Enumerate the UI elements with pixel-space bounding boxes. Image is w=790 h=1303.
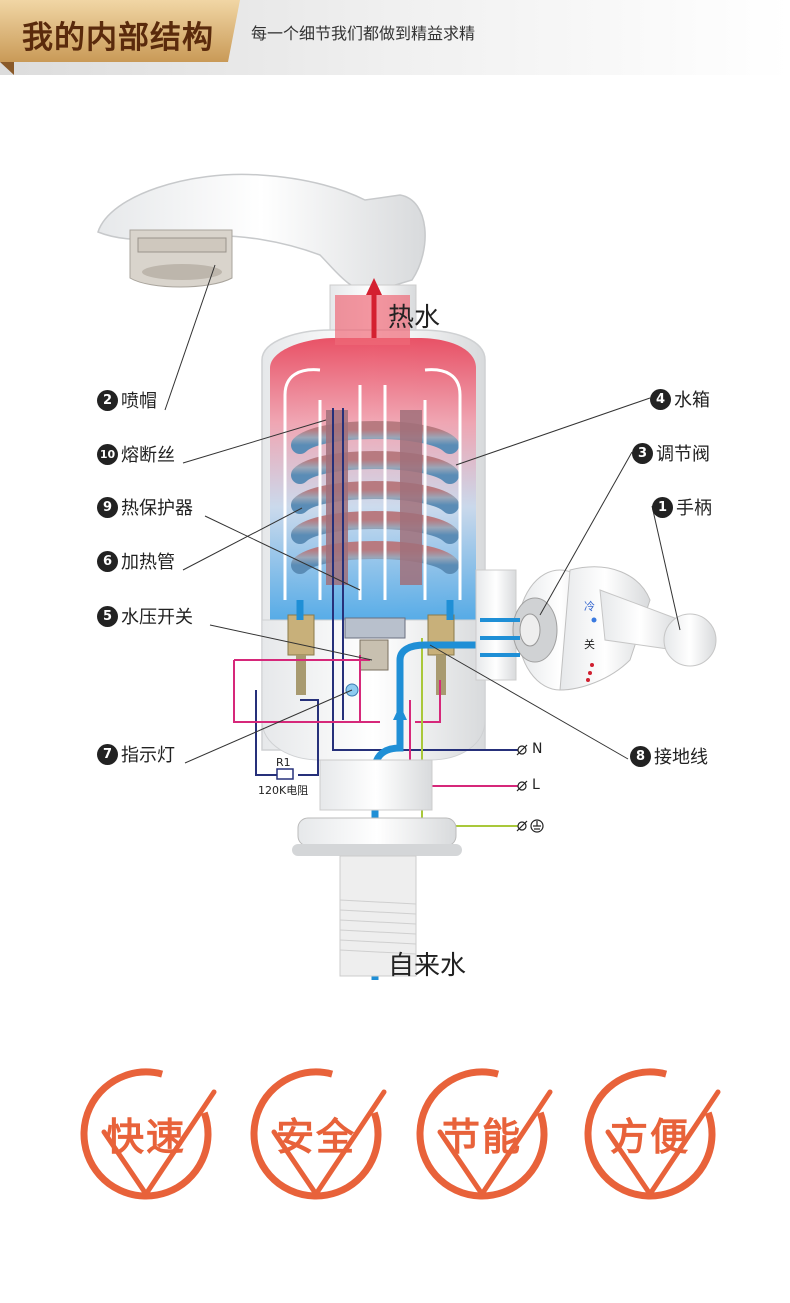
- badge-ring: [416, 1068, 553, 1200]
- feature-label: 安全: [275, 1114, 356, 1159]
- mount-flange: [297, 817, 457, 847]
- callout-number: 5: [97, 605, 118, 627]
- callout-number: 3: [632, 442, 653, 464]
- callout-text: 水压开关: [121, 607, 193, 628]
- callout-fuse: 10 熔断丝: [97, 441, 175, 467]
- resistor-r1: [276, 768, 294, 780]
- tap-water-label: 自来水: [388, 951, 467, 981]
- feature-badge-fast: 快速: [74, 1062, 218, 1206]
- callout-indicator-light: 7 指示灯: [97, 741, 175, 767]
- feature-badge-convenient: 方便: [578, 1062, 722, 1206]
- resistor-value-label: 120K电阻: [258, 784, 309, 797]
- feature-badge-safe: 安全: [244, 1062, 388, 1206]
- callout-text: 手柄: [676, 498, 712, 519]
- feature-label: 快速: [105, 1114, 186, 1159]
- coil-rod-left: [326, 410, 348, 585]
- callout-ground-wire: 8 接地线: [630, 743, 708, 769]
- threaded-pipe: [339, 855, 417, 977]
- callout-number: 9: [97, 496, 118, 518]
- handle: [599, 589, 717, 667]
- terminal-right: [436, 655, 446, 695]
- callout-water-tank: 4 水箱: [650, 386, 710, 412]
- knob-scale: [586, 617, 597, 682]
- feature-label: 节能: [441, 1114, 522, 1159]
- callout-regulating-valve: 3 调节阀: [632, 440, 710, 466]
- heating-coil: [291, 421, 459, 574]
- feature-label: 方便: [609, 1114, 690, 1159]
- coil-rod-right: [400, 410, 422, 585]
- callout-number: 2: [97, 389, 118, 411]
- faucet-spout: [97, 173, 426, 293]
- check-icon: [437, 1089, 553, 1199]
- fitting-left: [287, 614, 315, 656]
- callout-text: 调节阀: [656, 444, 710, 465]
- callout-text: 加热管: [121, 552, 175, 573]
- callout-handle: 1 手柄: [652, 494, 712, 520]
- callout-pressure-switch: 5 水压开关: [97, 603, 193, 629]
- callout-number: 4: [650, 388, 671, 410]
- knob-off-label: 关: [584, 638, 595, 651]
- hot-arrow-head: [366, 278, 382, 295]
- resistor-id-label: R1: [276, 756, 291, 769]
- terminals: [516, 744, 544, 833]
- wire-label-n: N: [532, 741, 543, 757]
- callout-number: 7: [97, 743, 118, 765]
- feature-badge-energy: 节能: [410, 1062, 554, 1206]
- terminal-left: [296, 655, 306, 695]
- header-banner: 我的内部结构 每一个细节我们都做到精益求精: [0, 0, 790, 75]
- check-icon: [271, 1089, 387, 1199]
- pipe-threads: [339, 899, 417, 955]
- badge-ring: [80, 1068, 217, 1200]
- callout-nozzle-cap: 2 喷帽: [97, 387, 157, 413]
- callout-number: 1: [652, 496, 673, 518]
- pressure-switch-stem: [359, 639, 389, 671]
- mount-neck: [319, 759, 433, 811]
- callout-text: 指示灯: [121, 745, 175, 766]
- hot-water-label: 热水: [388, 303, 441, 333]
- side-outlet: [475, 569, 517, 681]
- callout-number: 6: [97, 550, 118, 572]
- wire-navy: [255, 408, 518, 776]
- cold-arrow-up: [393, 705, 407, 720]
- leader-lines: [164, 264, 681, 764]
- pressure-switch: [344, 617, 406, 639]
- page-subtitle: 每一个细节我们都做到精益求精: [251, 24, 476, 43]
- badge-ring: [584, 1068, 721, 1200]
- check-icon: [605, 1089, 721, 1199]
- header-background: [0, 0, 790, 75]
- callout-text: 水箱: [674, 390, 710, 411]
- callout-number: 8: [630, 745, 651, 767]
- callout-number: 10: [97, 443, 118, 465]
- knob-cold-label: 冷: [584, 600, 595, 613]
- flow-arrows: [283, 368, 462, 600]
- check-icon: [101, 1089, 217, 1199]
- callout-thermal-protector: 9 热保护器: [97, 494, 193, 520]
- callout-text: 热保护器: [121, 498, 193, 519]
- page-title: 我的内部结构: [22, 20, 214, 56]
- badge-ring: [250, 1068, 387, 1200]
- callout-heating-tube: 6 加热管: [97, 548, 175, 574]
- valve-flow: [480, 618, 520, 657]
- callout-text: 喷帽: [121, 391, 157, 412]
- callout-text: 接地线: [654, 747, 708, 768]
- mount-washer: [292, 844, 462, 856]
- callout-text: 熔断丝: [121, 445, 175, 466]
- fitting-right: [427, 614, 455, 656]
- wire-label-l: L: [532, 777, 540, 793]
